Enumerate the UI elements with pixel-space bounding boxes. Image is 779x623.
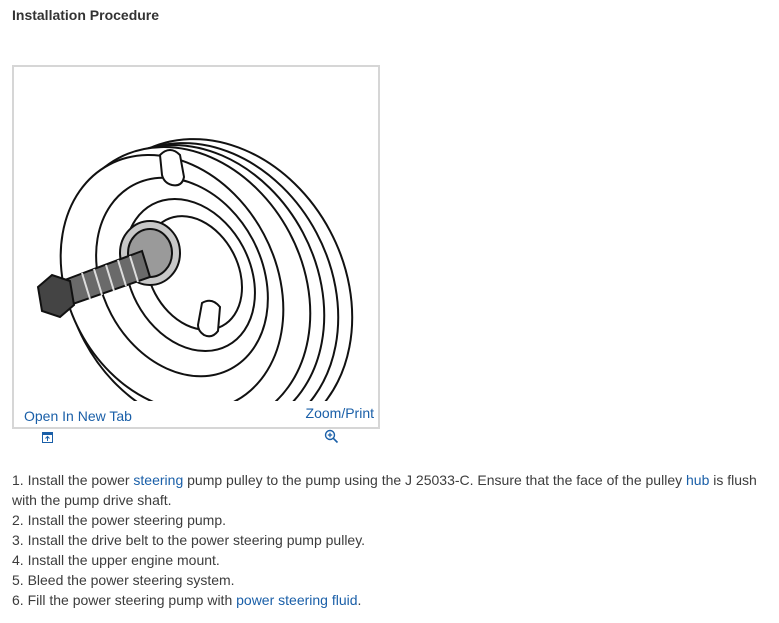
- zoom-print-label: Zoom/Print: [305, 405, 374, 421]
- step-3: 3. Install the drive belt to the power s…: [12, 530, 774, 550]
- step-number: 2.: [12, 512, 24, 528]
- step-text: Install the upper engine mount.: [23, 552, 220, 568]
- step-number: 4.: [12, 552, 24, 568]
- pulley-illustration: [36, 138, 354, 401]
- procedure-steps: 1. Install the power steering pump pulle…: [12, 470, 774, 610]
- zoom-in-icon: [324, 429, 338, 444]
- step-1: 1. Install the power steering pump pulle…: [12, 470, 774, 510]
- steering-link[interactable]: steering: [133, 472, 184, 488]
- step-text: Install the power: [23, 472, 134, 488]
- hub-link[interactable]: hub: [686, 472, 710, 488]
- zoom-print-link[interactable]: Zoom/Print: [305, 405, 374, 444]
- step-text: Install the drive belt to the power stee…: [23, 532, 366, 548]
- step-number: 1.: [12, 472, 24, 488]
- open-in-new-tab-link[interactable]: Open In New Tab: [24, 408, 132, 443]
- page-title: Installation Procedure: [12, 7, 160, 23]
- step-number: 6.: [12, 592, 24, 608]
- step-number: 3.: [12, 532, 24, 548]
- step-number: 5.: [12, 572, 24, 588]
- step-text: Fill the power steering pump with: [23, 592, 237, 608]
- power-steering-fluid-link[interactable]: power steering fluid: [236, 592, 358, 608]
- step-4: 4. Install the upper engine mount.: [12, 550, 774, 570]
- step-5: 5. Bleed the power steering system.: [12, 570, 774, 590]
- step-text: is flush with the pump drive shaft.: [12, 472, 757, 508]
- step-text: .: [357, 592, 362, 608]
- step-2: 2. Install the power steering pump.: [12, 510, 774, 530]
- figure-frame: Open In New Tab Zoom/Print: [12, 65, 380, 444]
- open-in-new-tab-label: Open In New Tab: [24, 408, 132, 424]
- step-text: pump pulley to the pump using the J 2503…: [183, 472, 686, 488]
- step-text: Bleed the power steering system.: [23, 572, 235, 588]
- step-6: 6. Fill the power steering pump with pow…: [12, 590, 774, 610]
- open-new-tab-icon: [42, 432, 53, 443]
- step-text: Install the power steering pump.: [23, 512, 227, 528]
